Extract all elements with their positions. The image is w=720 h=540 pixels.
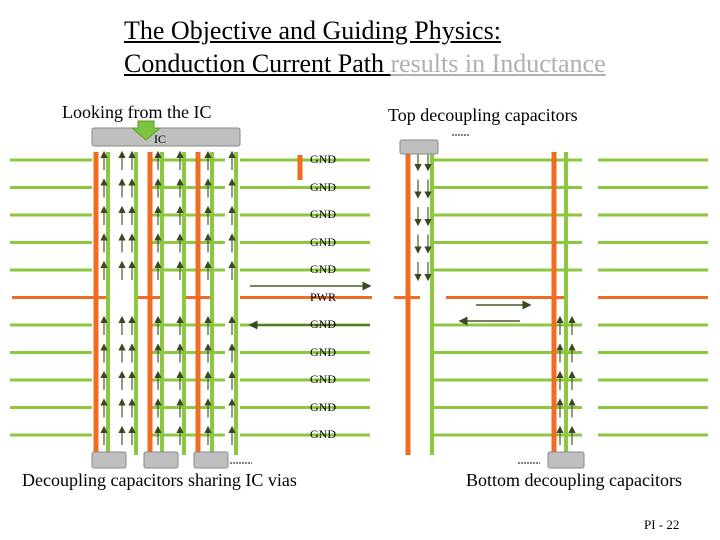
- gnd-layer-label: GND: [310, 399, 336, 414]
- title-line-2: Conduction Current Path results in Induc…: [124, 47, 606, 80]
- slide-title: The Objective and Guiding Physics: Condu…: [124, 14, 606, 80]
- gnd-layer-label: GND: [310, 234, 336, 249]
- bottom-capacitor: [547, 451, 585, 469]
- ic-package: [91, 127, 241, 147]
- looking-from-ic-label: Looking from the IC: [62, 102, 212, 122]
- title-emphasis: Conduction Current Path: [124, 49, 391, 78]
- bottom-capacitor: [91, 451, 127, 469]
- top-capacitor: [399, 139, 439, 155]
- gnd-layer-label: GND: [310, 179, 336, 194]
- down-arrow-icon: [130, 120, 162, 141]
- bottom-capacitor: [193, 451, 229, 469]
- gnd-layer-label: GND: [310, 207, 336, 221]
- title-faded: results in Inductance: [390, 49, 606, 78]
- bottom-decoupling-label: Bottom decoupling capacitors: [466, 470, 682, 490]
- pwr-layer-label: PWR: [310, 289, 337, 304]
- gnd-layer-label: GND: [310, 427, 336, 441]
- decoupling-sharing-label: Decoupling capacitors sharing IC vias: [22, 470, 297, 490]
- gnd-layer-label: GND: [310, 262, 336, 276]
- gnd-layer-label: GND: [310, 152, 336, 166]
- title-line-1: The Objective and Guiding Physics:: [124, 16, 501, 45]
- slide-number: PI - 22: [644, 517, 680, 532]
- bottom-capacitor: [143, 451, 179, 469]
- gnd-layer-label: GND: [310, 372, 336, 386]
- gnd-layer-label: GND: [310, 344, 336, 359]
- gnd-layer-label: GND: [310, 317, 336, 331]
- ic-label: IC: [154, 132, 166, 146]
- top-decoupling-label: Top decoupling capacitors: [388, 105, 578, 125]
